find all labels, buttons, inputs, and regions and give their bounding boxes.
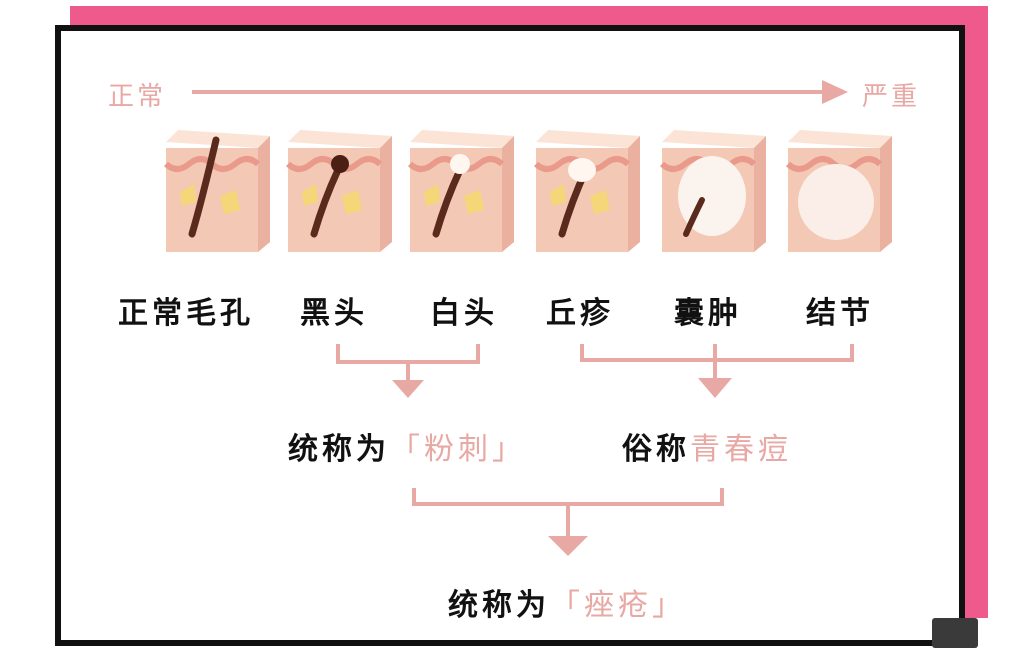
group-total-term: 痤疮: [584, 588, 652, 623]
skin-illustration-whitehead: [407, 130, 514, 252]
group-total-prefix: 统称为: [448, 588, 550, 623]
group-comedo-open-bracket: 「: [390, 432, 424, 467]
group-total-open-bracket: 「: [550, 588, 584, 623]
group-total-close-bracket: 」: [652, 588, 686, 623]
severity-arrow: [192, 80, 848, 104]
group-acne-prefix: 俗称: [622, 432, 690, 467]
group-comedo-prefix: 统称为: [288, 432, 390, 467]
stage-label-nodule: 结节: [806, 296, 874, 331]
stage-label-blackhead: 黑头: [300, 296, 368, 331]
diagram-frame: [55, 25, 965, 646]
skin-illustration-blackhead: [285, 130, 392, 252]
group-comedo-term: 粉刺: [424, 432, 492, 467]
group-label-comedo: 统称为「粉刺」: [288, 424, 526, 468]
severity-right-label: 严重: [862, 82, 921, 112]
skin-illustration-normal-pore: [163, 130, 270, 252]
arrow-down-total: [548, 536, 588, 556]
skin-illustration-papule: [533, 130, 640, 252]
severity-left-label: 正常: [108, 82, 167, 112]
stage-label-normal-pore: 正常毛孔: [118, 296, 254, 331]
skin-illustration-nodule: [785, 130, 892, 252]
arrow-down-comedo: [392, 380, 424, 398]
bracket-total: [412, 488, 724, 536]
group-comedo-close-bracket: 」: [492, 432, 526, 467]
skin-illustration-cyst: [659, 130, 766, 252]
stage-label-cyst: 囊肿: [674, 296, 742, 331]
stage-label-whitehead: 白头: [430, 296, 498, 331]
group-label-total: 统称为「痤疮」: [448, 580, 686, 624]
group-acne-term: 青春痘: [690, 432, 792, 467]
bracket-acne: [580, 344, 854, 378]
corner-watermark: [932, 618, 978, 648]
stage-label-papule: 丘疹: [546, 296, 614, 331]
group-label-acne: 俗称青春痘: [622, 424, 792, 468]
bracket-comedo: [336, 344, 480, 380]
arrow-down-acne: [698, 378, 732, 398]
